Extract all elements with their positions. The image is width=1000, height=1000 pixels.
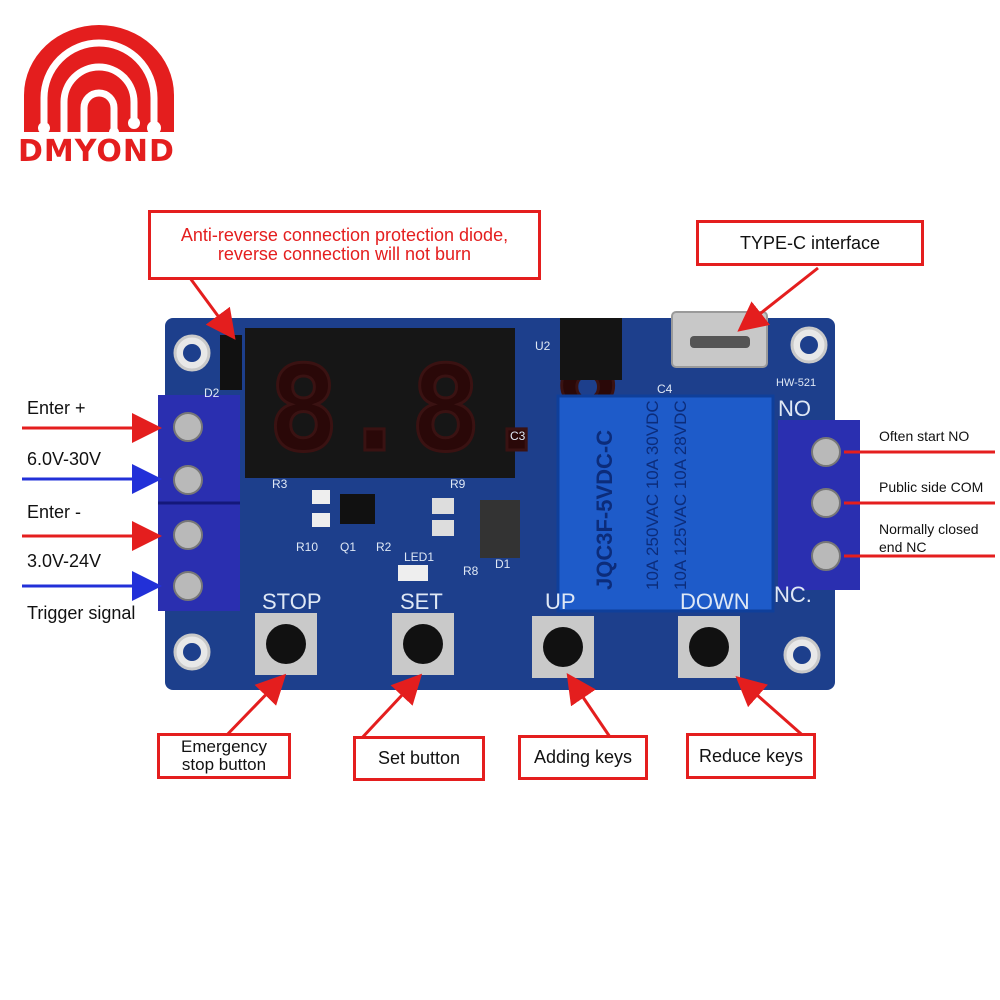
- nc-label-line1: Normally closed: [879, 521, 979, 537]
- stop-button: [255, 613, 317, 675]
- reduce-callout: Reduce keys: [686, 733, 816, 779]
- led1: [398, 565, 428, 581]
- nc-label-line2: end NC: [879, 539, 927, 555]
- svg-text:NC.: NC.: [774, 582, 812, 607]
- stop-callout: Emergency stop button: [157, 733, 291, 779]
- svg-text:R2: R2: [376, 540, 392, 554]
- add-callout: Adding keys: [518, 735, 648, 780]
- svg-text:SET: SET: [400, 589, 443, 614]
- com-label: Public side COM: [879, 479, 984, 495]
- range1-label: 6.0V-30V: [27, 449, 102, 469]
- diode-d1: [480, 500, 520, 558]
- no-label: Often start NO: [879, 428, 970, 444]
- svg-text:10A 250VAC 10A 30VDC: 10A 250VAC 10A 30VDC: [643, 400, 662, 590]
- trigger-label: Trigger signal: [27, 603, 136, 623]
- svg-text:DOWN: DOWN: [680, 589, 750, 614]
- svg-text:U2: U2: [535, 339, 551, 353]
- diode-callout: Anti-reverse connection protection diode…: [148, 210, 541, 280]
- svg-text:R10: R10: [296, 540, 318, 554]
- svg-text:C3: C3: [510, 429, 526, 443]
- range2-label: 3.0V-24V: [27, 551, 102, 571]
- svg-text:R3: R3: [272, 477, 288, 491]
- svg-text:JQC3F-5VDC-C: JQC3F-5VDC-C: [592, 430, 617, 590]
- brand-logo-icon: [24, 25, 174, 137]
- regulator-u2: [560, 318, 622, 380]
- set-button: [392, 613, 454, 675]
- seven-segment-display: [245, 328, 515, 478]
- svg-text:C4: C4: [657, 382, 673, 396]
- relay: [556, 394, 775, 613]
- up-button: [532, 616, 594, 678]
- svg-text:NO: NO: [778, 396, 811, 421]
- svg-text:R9: R9: [450, 477, 466, 491]
- brand-name: DMYOND: [18, 134, 175, 169]
- enter-plus-label: Enter +: [27, 398, 86, 418]
- svg-text:R8: R8: [463, 564, 479, 578]
- svg-text:Q1: Q1: [340, 540, 356, 554]
- svg-text:D2: D2: [204, 386, 220, 400]
- enter-minus-label: Enter -: [27, 502, 82, 522]
- svg-text:D1: D1: [495, 557, 511, 571]
- svg-text:HW-521: HW-521: [776, 377, 816, 389]
- set-callout: Set button: [353, 736, 485, 781]
- svg-text:LED1: LED1: [404, 550, 434, 564]
- svg-text:UP: UP: [545, 589, 576, 614]
- svg-text:STOP: STOP: [262, 589, 322, 614]
- down-button: [678, 616, 740, 678]
- typec-callout: TYPE-C interface: [696, 220, 924, 266]
- svg-text:10A 125VAC 10A 28VDC: 10A 125VAC 10A 28VDC: [671, 400, 690, 590]
